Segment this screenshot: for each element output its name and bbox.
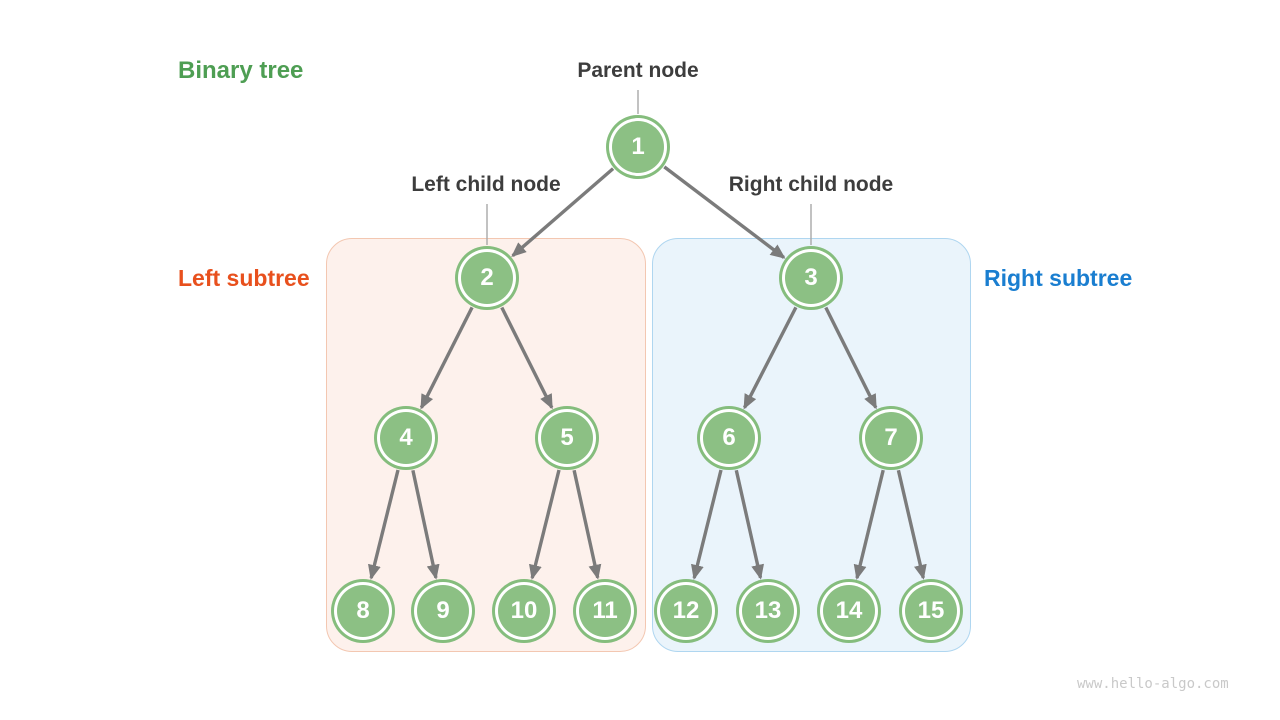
tree-edge-3-6 bbox=[742, 306, 798, 410]
tree-edge-3-7 bbox=[824, 306, 878, 410]
tree-edge-5-11 bbox=[572, 469, 602, 580]
label-pointer-lines bbox=[486, 90, 812, 245]
watermark: www.hello-algo.com bbox=[1077, 676, 1229, 692]
tree-edge-4-8 bbox=[368, 469, 400, 580]
tree-edge-6-13 bbox=[734, 469, 764, 580]
parent-node-label: Parent node bbox=[577, 59, 699, 82]
right-subtree-label: Right subtree bbox=[984, 265, 1133, 291]
left-child-node-label: Left child node bbox=[411, 173, 561, 196]
tree-node-15: 15 bbox=[905, 585, 957, 637]
tree-node-13: 13 bbox=[742, 585, 794, 637]
tree-edges bbox=[368, 165, 927, 580]
tree-edge-7-14 bbox=[853, 469, 885, 580]
tree-node-9: 9 bbox=[417, 585, 469, 637]
left-subtree-label: Left subtree bbox=[178, 265, 310, 291]
tree-node-2: 2 bbox=[461, 252, 513, 304]
tree-edge-5-10 bbox=[529, 469, 561, 580]
right-child-node-label: Right child node bbox=[728, 173, 894, 196]
tree-node-7: 7 bbox=[865, 412, 917, 464]
tree-node-6: 6 bbox=[703, 412, 755, 464]
tree-node-12: 12 bbox=[660, 585, 712, 637]
tree-node-14: 14 bbox=[823, 585, 875, 637]
tree-edge-7-15 bbox=[896, 469, 927, 580]
tree-node-8: 8 bbox=[337, 585, 389, 637]
tree-node-1: 1 bbox=[612, 121, 664, 173]
tree-edge-1-2 bbox=[511, 167, 615, 258]
tree-node-10: 10 bbox=[498, 585, 550, 637]
tree-edge-1-3 bbox=[663, 165, 786, 259]
tree-node-4: 4 bbox=[380, 412, 432, 464]
tree-edge-2-5 bbox=[500, 306, 554, 410]
tree-node-11: 11 bbox=[579, 585, 631, 637]
tree-node-3: 3 bbox=[785, 252, 837, 304]
tree-edge-6-12 bbox=[691, 469, 723, 580]
tree-edge-2-4 bbox=[419, 306, 474, 410]
tree-edge-4-9 bbox=[411, 469, 440, 580]
figure-title: Binary tree bbox=[178, 57, 304, 84]
left-subtree-region bbox=[326, 238, 646, 652]
tree-node-5: 5 bbox=[541, 412, 593, 464]
